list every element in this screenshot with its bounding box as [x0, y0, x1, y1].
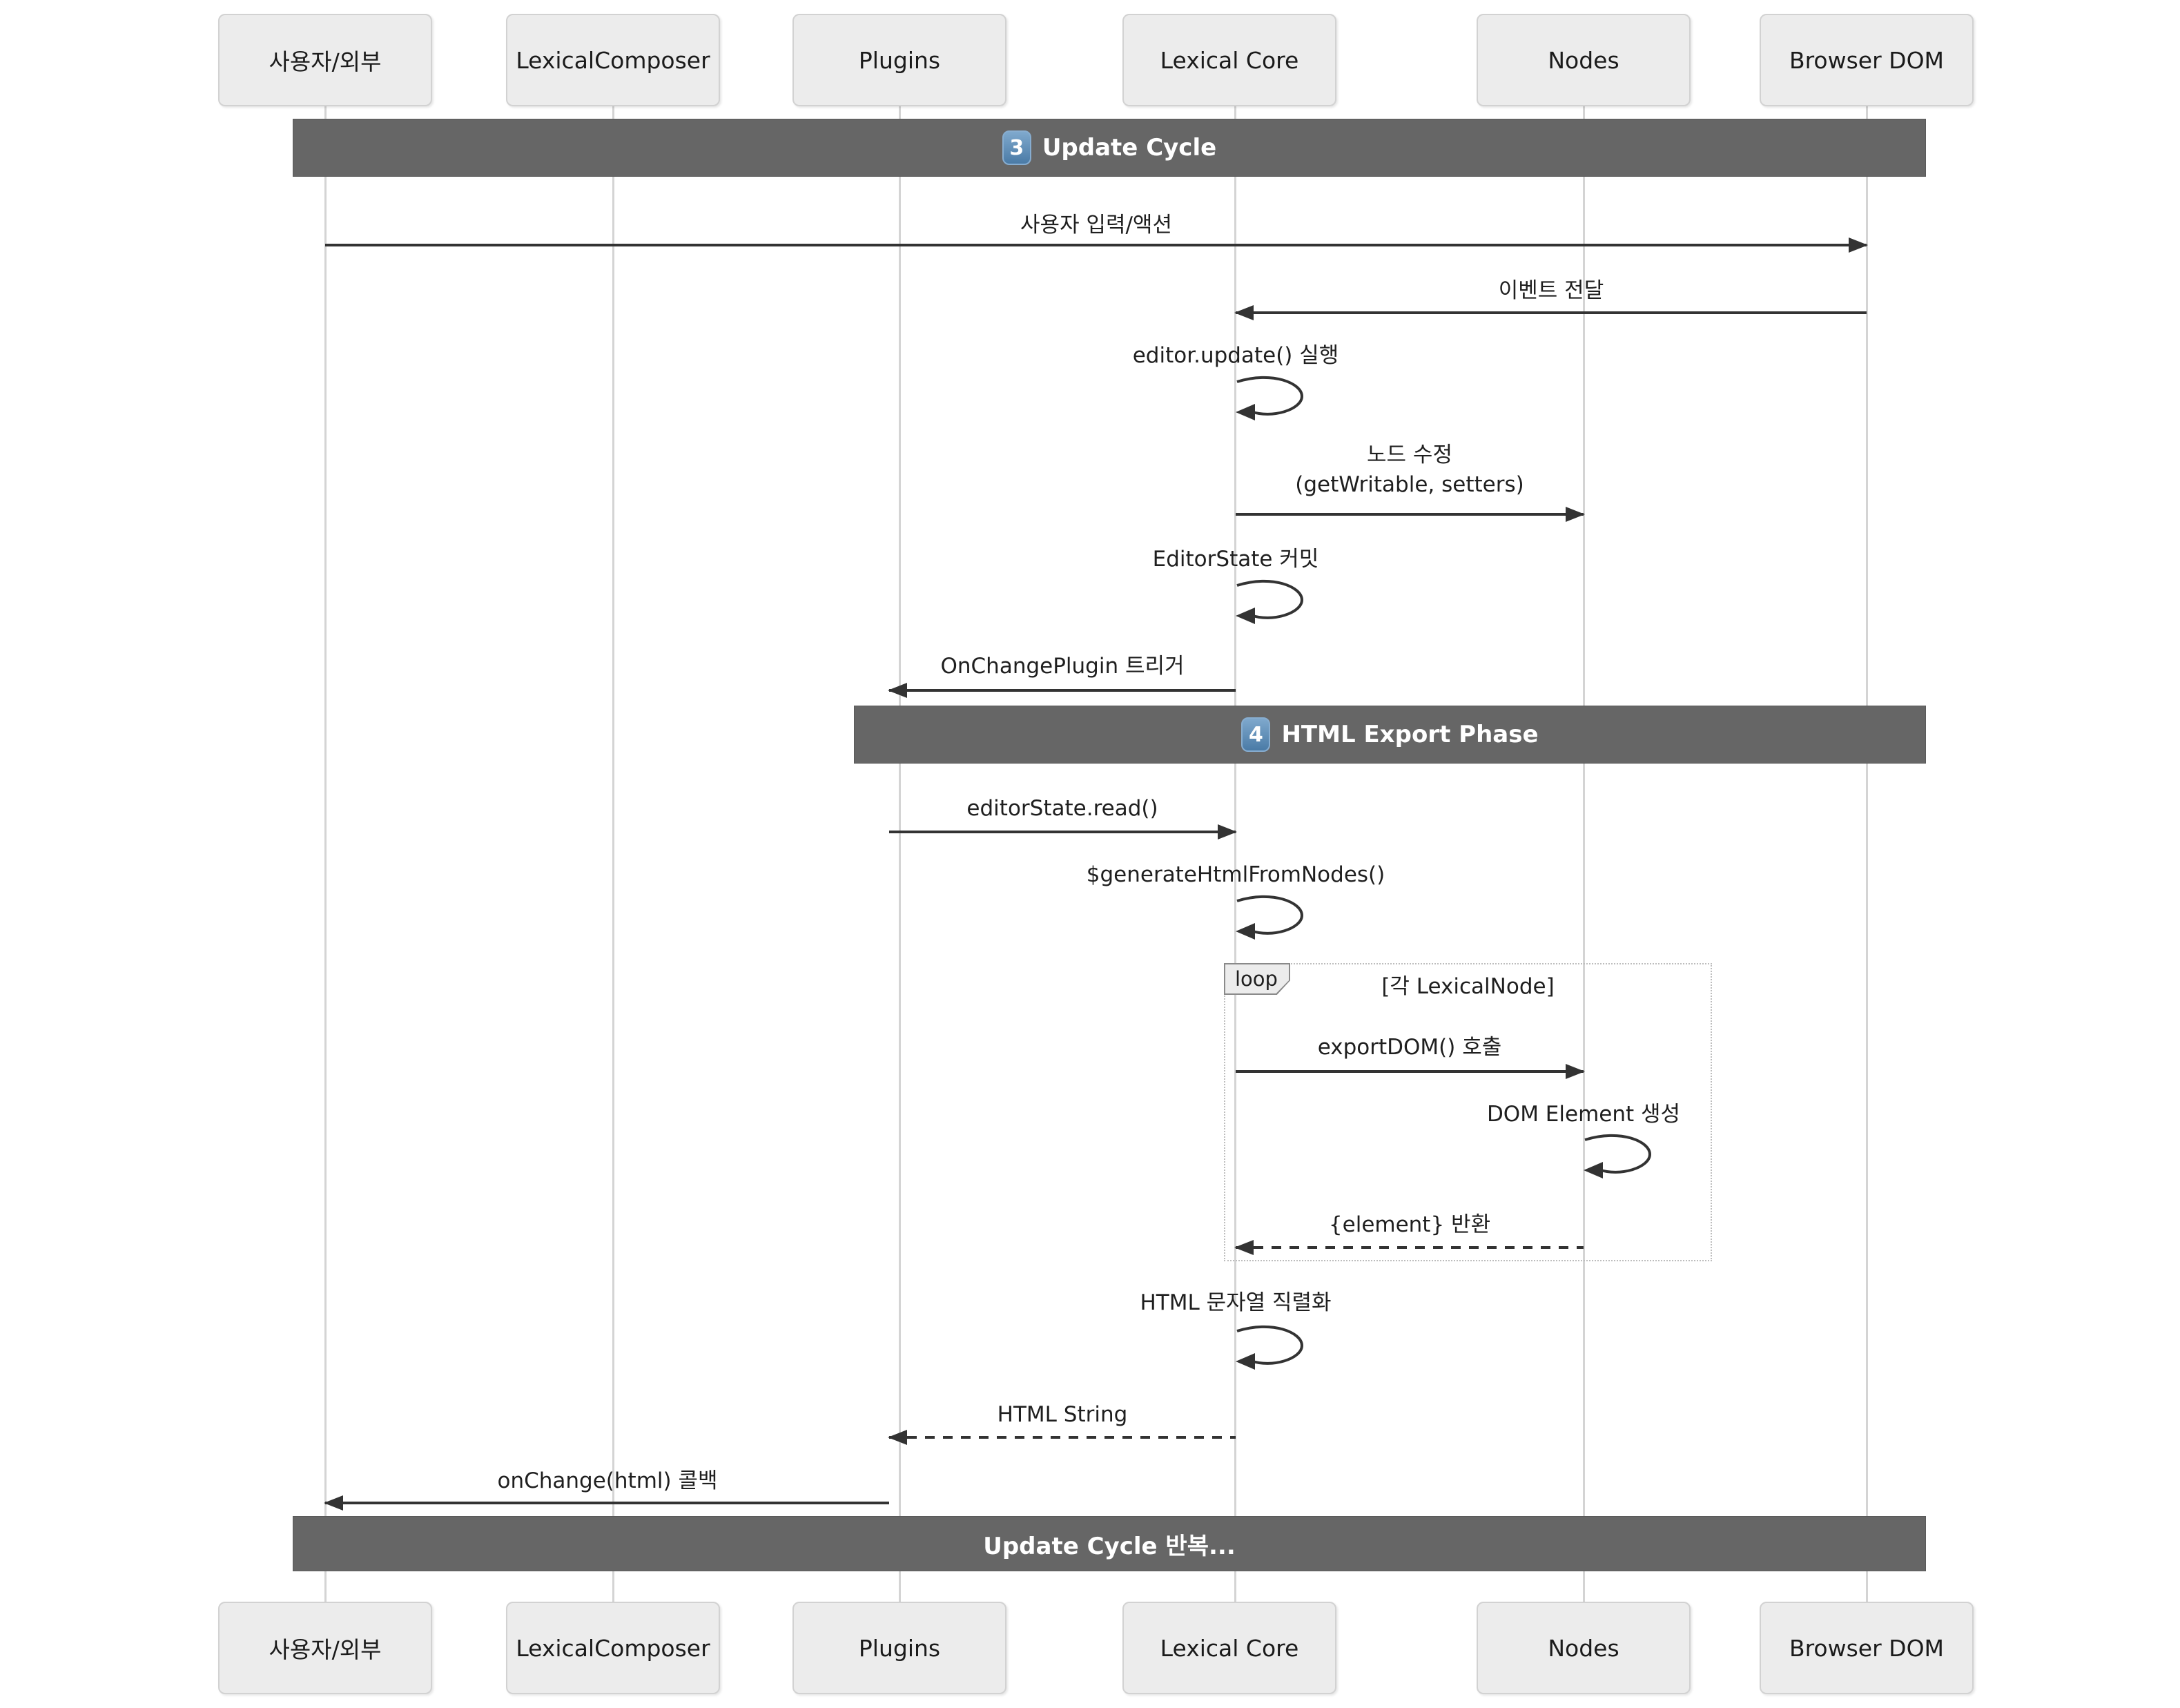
band-label: Update Cycle — [1042, 134, 1217, 162]
lifeline-plugins — [899, 106, 901, 1602]
actor-label: Nodes — [1548, 1634, 1619, 1662]
message-arrow — [1234, 305, 1867, 320]
message-arrow — [889, 824, 1237, 840]
actor-top-lexicalcomposer: LexicalComposer — [506, 14, 720, 106]
keycap-4-icon: 4 — [1241, 717, 1271, 752]
message-label: 노드 수정 (getWritable, setters) — [1295, 443, 1524, 498]
lifeline-lexical-core — [1234, 106, 1236, 1602]
arrowhead-icon — [1849, 237, 1868, 253]
message-label: editor.update() 실행 — [1132, 343, 1339, 368]
message-label: HTML 문자열 직렬화 — [1140, 1290, 1332, 1315]
actor-top-browser-dom: Browser DOM — [1760, 14, 1974, 106]
message-label: DOM Element 생성 — [1486, 1102, 1681, 1127]
message-label: 사용자 입력/액션 — [1020, 213, 1172, 237]
arrowhead-icon — [324, 1495, 343, 1511]
arrowhead-icon — [1218, 824, 1237, 840]
message-label: {element} 반환 — [1328, 1212, 1491, 1237]
arrowhead-icon — [1234, 1240, 1254, 1255]
message-label: onChange(html) 콜백 — [497, 1468, 718, 1493]
message-label: EditorState 커밋 — [1152, 547, 1319, 572]
message-arrow — [888, 1430, 1236, 1445]
actor-top-lexical-core: Lexical Core — [1122, 14, 1336, 106]
loop-tab-label: loop — [1225, 964, 1289, 993]
message-arrow — [325, 237, 1868, 253]
band-label: Update Cycle 반복... — [983, 1532, 1236, 1560]
actor-label: Lexical Core — [1160, 46, 1299, 74]
band-html-export-phase: 4 HTML Export Phase — [854, 706, 1926, 764]
actor-label: Browser DOM — [1789, 46, 1945, 74]
arrowhead-icon — [1566, 1064, 1585, 1079]
message-arrow — [888, 683, 1236, 698]
actor-label: Plugins — [858, 1634, 941, 1662]
actor-label: Plugins — [858, 46, 941, 74]
message-arrow — [1236, 507, 1585, 522]
lifeline-nodes — [1583, 106, 1585, 1602]
actor-top-nodes: Nodes — [1477, 14, 1691, 106]
actor-bottom-nodes: Nodes — [1477, 1602, 1691, 1694]
band-label: HTML Export Phase — [1281, 721, 1539, 748]
self-loop-arrow — [1236, 1325, 1304, 1370]
actor-bottom-browser-dom: Browser DOM — [1760, 1602, 1974, 1694]
message-label: HTML String — [997, 1402, 1128, 1427]
actor-label: Browser DOM — [1789, 1634, 1945, 1662]
message-label: $generateHtmlFromNodes() — [1086, 862, 1385, 887]
message-arrow — [1234, 1240, 1584, 1255]
actor-label: 사용자/외부 — [269, 1636, 382, 1663]
keycap-3-icon: 3 — [1002, 130, 1031, 165]
actor-top-user: 사용자/외부 — [218, 14, 432, 106]
actor-label: 사용자/외부 — [269, 48, 382, 75]
message-label: editorState.read() — [966, 796, 1158, 821]
actor-label: LexicalComposer — [516, 46, 710, 74]
self-loop-arrow — [1236, 895, 1304, 940]
lifeline-user — [324, 106, 327, 1602]
arrowhead-icon — [888, 1430, 907, 1445]
loop-frame: loop [각 LexicalNode] — [1224, 963, 1712, 1261]
message-label: exportDOM() 호출 — [1317, 1035, 1502, 1060]
actor-label: LexicalComposer — [516, 1634, 710, 1662]
loop-tab: loop — [1224, 963, 1290, 995]
arrowhead-icon — [1234, 305, 1254, 320]
message-arrow — [324, 1495, 889, 1511]
message-label: 이벤트 전달 — [1498, 278, 1604, 303]
actor-label: Nodes — [1548, 46, 1619, 74]
loop-condition: [각 LexicalNode] — [1381, 974, 1555, 999]
band-update-cycle: 3 Update Cycle — [293, 119, 1926, 177]
self-loop-arrow — [1584, 1134, 1652, 1178]
band-update-cycle-repeat: Update Cycle 반복... — [293, 1516, 1926, 1571]
lifeline-browser-dom — [1866, 106, 1868, 1602]
actor-bottom-lexical-core: Lexical Core — [1122, 1602, 1336, 1694]
actor-bottom-plugins: Plugins — [792, 1602, 1006, 1694]
actor-bottom-lexicalcomposer: LexicalComposer — [506, 1602, 720, 1694]
actor-top-plugins: Plugins — [792, 14, 1006, 106]
lifeline-lexicalcomposer — [612, 106, 614, 1602]
message-arrow — [1236, 1064, 1585, 1079]
actor-bottom-user: 사용자/외부 — [218, 1602, 432, 1694]
actor-label: Lexical Core — [1160, 1634, 1299, 1662]
arrowhead-icon — [888, 683, 907, 698]
self-loop-arrow — [1236, 579, 1304, 624]
self-loop-arrow — [1236, 376, 1304, 420]
message-label: OnChangePlugin 트리거 — [940, 654, 1185, 679]
arrowhead-icon — [1566, 507, 1585, 522]
